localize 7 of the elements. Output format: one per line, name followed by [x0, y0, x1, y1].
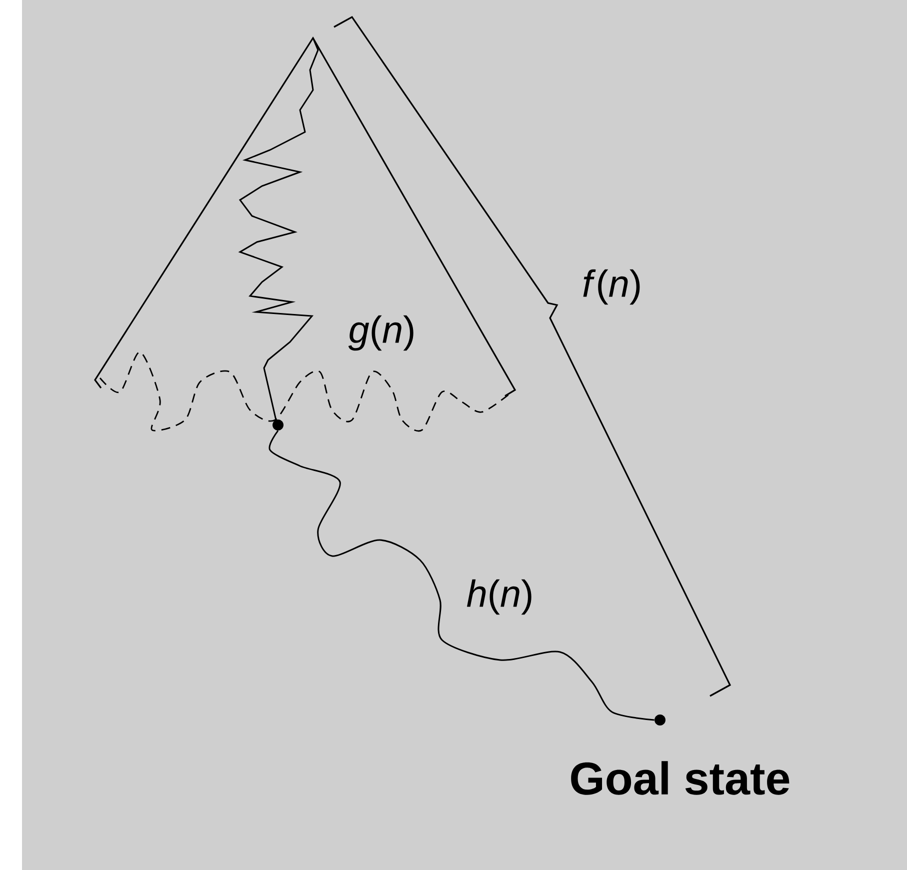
measure-label: f(n): [583, 269, 640, 305]
measure-label: g(n): [348, 315, 414, 351]
node-label: Goal state: [571, 761, 790, 795]
edge-label: h(n): [466, 579, 532, 615]
dot: [654, 714, 666, 726]
wavy-path: [268, 430, 654, 721]
dot: [272, 420, 284, 430]
